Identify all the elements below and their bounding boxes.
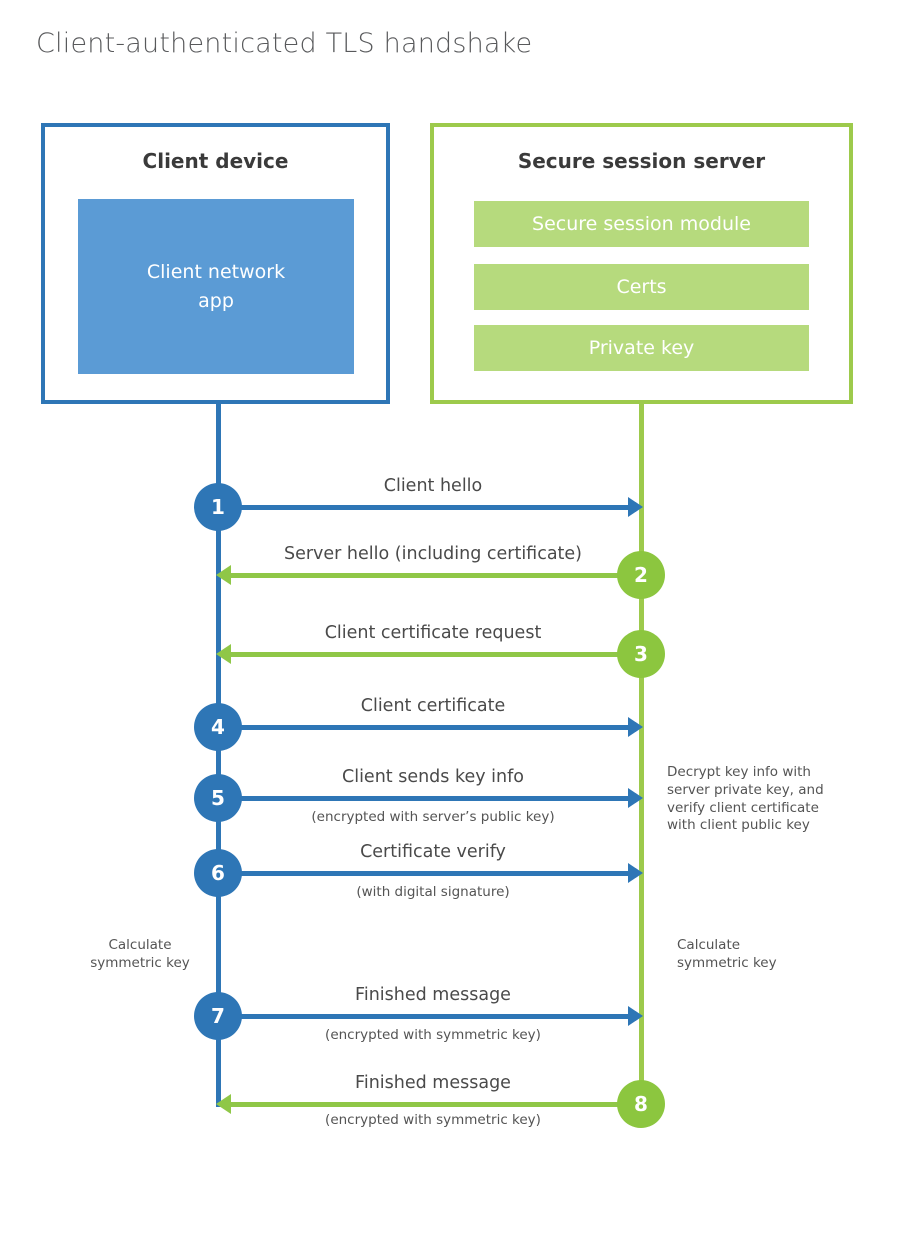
server-module-bar: Secure session module: [474, 201, 809, 247]
step-2-number-badge: 2: [617, 551, 665, 599]
step-2-arrow-line: [231, 573, 641, 578]
step-8-number-badge: 8: [617, 1080, 665, 1128]
calculate-symmetric-key-note-server: Calculate symmetric key: [677, 937, 777, 971]
step-8-arrow-line: [231, 1102, 641, 1107]
calculate-symmetric-key-note-client: Calculate symmetric key: [90, 937, 190, 971]
server-private-key-bar: Private key: [474, 325, 809, 371]
step-1-number-badge: 1: [194, 483, 242, 531]
step-5-label: Client sends key info: [341, 767, 524, 787]
step-3-number-badge: 3: [617, 630, 665, 678]
step-3-label: Client certificate request: [324, 623, 542, 643]
step-2-arrowhead-icon: [216, 565, 231, 585]
step-4-arrowhead-icon: [628, 717, 643, 737]
step-6-sublabel: (with digital signature): [356, 884, 510, 900]
step-1-label: Client hello: [383, 476, 483, 496]
step-1-arrow-line: [218, 505, 628, 510]
step-7-label: Finished message: [355, 985, 511, 1005]
step-8-arrowhead-icon: [216, 1094, 231, 1114]
step-8-label: Finished message: [355, 1073, 511, 1093]
secure-session-server-box: Secure session server Secure session mod…: [430, 123, 853, 404]
step-6-label: Certificate verify: [360, 842, 506, 862]
step-7-sublabel: (encrypted with symmetric key): [325, 1027, 541, 1043]
step-5-arrow-line: [218, 796, 628, 801]
step-6-arrow-line: [218, 871, 628, 876]
server-lifeline: [639, 404, 644, 1104]
page-title: Client-authenticated TLS handshake: [36, 28, 533, 59]
step-1-arrowhead-icon: [628, 497, 643, 517]
client-lifeline: [216, 404, 221, 1107]
client-device-title: Client device: [142, 149, 289, 173]
step-7-number-badge: 7: [194, 992, 242, 1040]
decrypt-note: Decrypt key info with server private key…: [667, 764, 824, 834]
step-4-label: Client certificate: [360, 696, 506, 716]
step-2-label: Server hello (including certificate): [283, 544, 583, 564]
client-network-app-box: Client network app: [78, 199, 354, 374]
step-5-sublabel: (encrypted with server’s public key): [311, 809, 555, 825]
step-5-number-badge: 5: [194, 774, 242, 822]
client-network-app-label: Client network app: [146, 261, 286, 312]
step-7-arrowhead-icon: [628, 1006, 643, 1026]
server-certs-bar: Certs: [474, 264, 809, 310]
client-device-box: Client device Client network app: [41, 123, 390, 404]
step-3-arrowhead-icon: [216, 644, 231, 664]
step-4-number-badge: 4: [194, 703, 242, 751]
step-3-arrow-line: [231, 652, 641, 657]
step-6-number-badge: 6: [194, 849, 242, 897]
secure-session-server-title: Secure session server: [517, 149, 766, 173]
step-5-arrowhead-icon: [628, 788, 643, 808]
step-4-arrow-line: [218, 725, 628, 730]
step-8-sublabel: (encrypted with symmetric key): [325, 1112, 541, 1128]
step-7-arrow-line: [218, 1014, 628, 1019]
step-6-arrowhead-icon: [628, 863, 643, 883]
